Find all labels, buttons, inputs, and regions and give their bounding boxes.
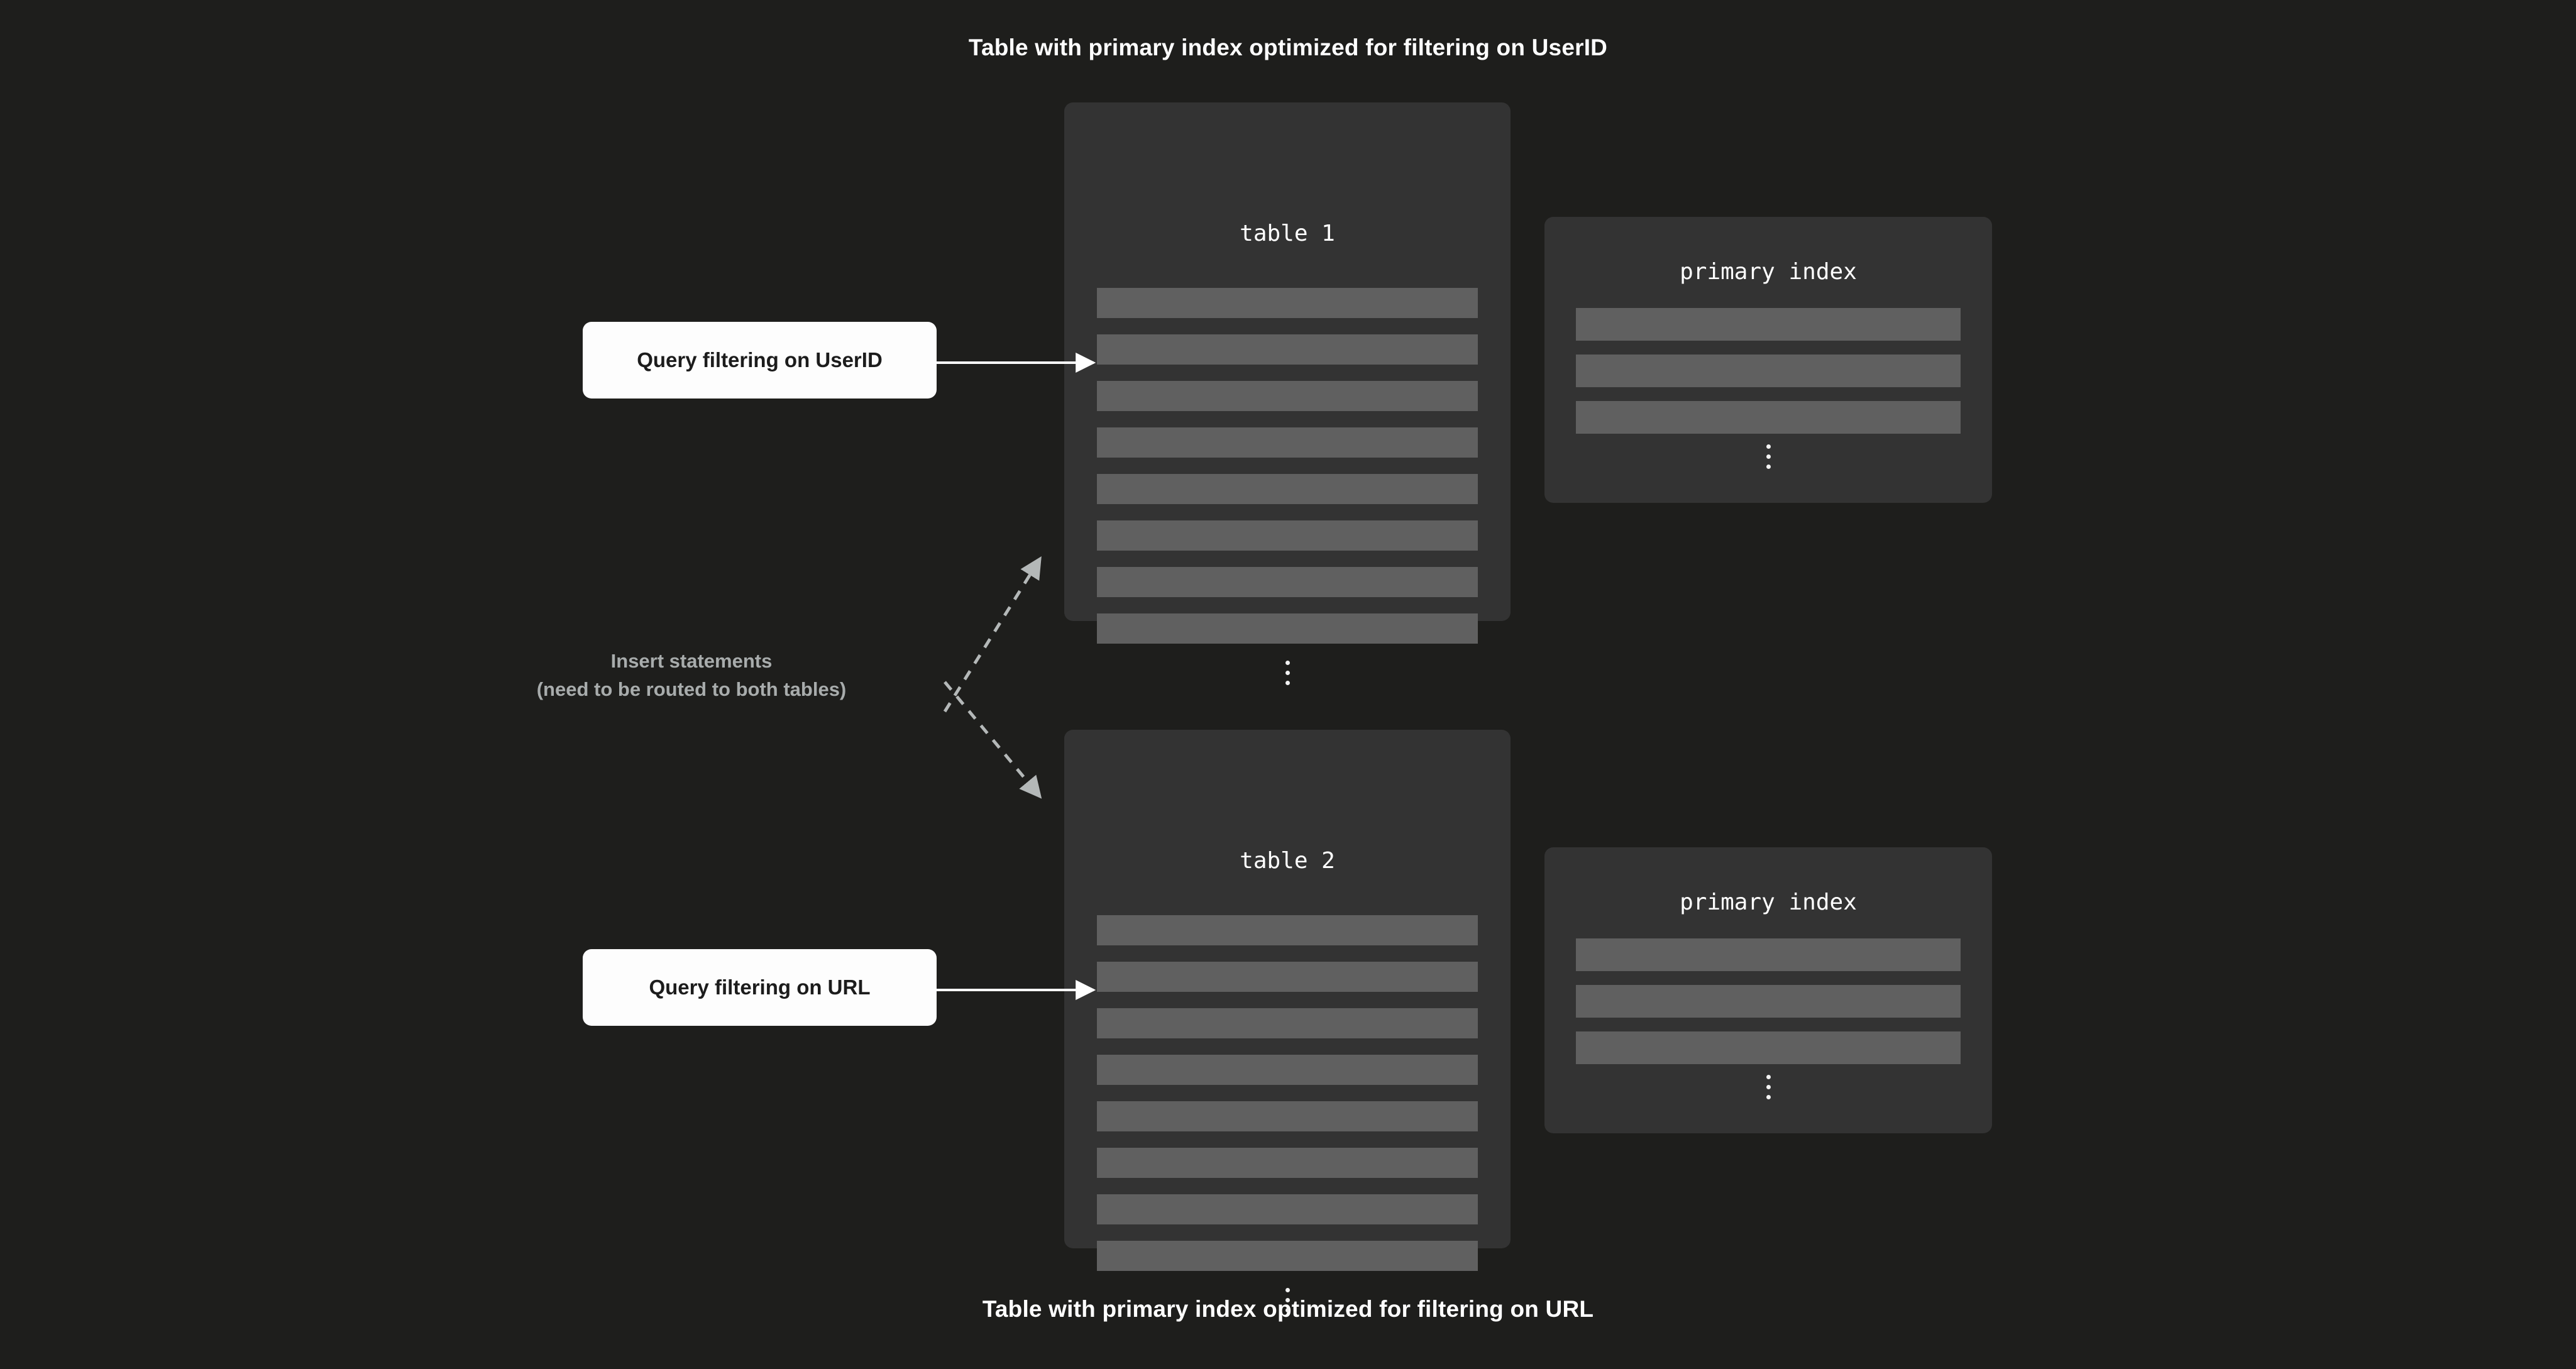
table-1-rows <box>1064 288 1511 660</box>
insert-note-line-2: (need to be routed to both tables) <box>536 678 847 700</box>
index-row <box>1576 308 1961 341</box>
table-row <box>1097 1008 1478 1038</box>
primary-index-2-ellipsis-icon <box>1544 1075 1992 1099</box>
table-row <box>1097 915 1478 945</box>
table-row <box>1097 427 1478 458</box>
table-2-ellipsis-icon <box>1064 1288 1511 1312</box>
arrow-insert-to-table2 <box>944 681 1042 799</box>
table-card-1: table 1 <box>1064 102 1511 685</box>
primary-index-card-1: primary index <box>1544 217 1992 503</box>
table-row <box>1097 1194 1478 1224</box>
primary-index-1-ellipsis-icon <box>1544 444 1992 469</box>
table-1-title: table 1 <box>1240 221 1335 246</box>
insert-statements-note: Insert statements (need to be routed to … <box>440 647 943 704</box>
index-row <box>1576 938 1961 971</box>
primary-index-2-title: primary index <box>1680 889 1857 915</box>
insert-note-line-1: Insert statements <box>610 650 773 672</box>
table-row <box>1097 288 1478 318</box>
table-1-ellipsis-icon <box>1064 661 1511 685</box>
top-title: Table with primary index optimized for f… <box>968 35 1608 60</box>
table-row <box>1097 613 1478 644</box>
index-row <box>1576 355 1961 387</box>
table-row <box>1097 1055 1478 1085</box>
query-filtering-userid-box[interactable]: Query filtering on UserID <box>583 322 937 399</box>
table-row <box>1097 962 1478 992</box>
primary-index-1-rows <box>1544 308 1992 448</box>
table-2-title: table 2 <box>1240 848 1335 874</box>
index-row <box>1576 985 1961 1018</box>
index-row <box>1576 1031 1961 1064</box>
table-row <box>1097 1101 1478 1131</box>
table-row <box>1097 1148 1478 1178</box>
query-filtering-url-box[interactable]: Query filtering on URL <box>583 949 937 1026</box>
primary-index-1-title: primary index <box>1680 259 1857 285</box>
primary-index-card-2: primary index <box>1544 847 1992 1133</box>
primary-index-2-rows <box>1544 938 1992 1078</box>
table-card-2: table 2 <box>1064 730 1511 1312</box>
table-row <box>1097 520 1478 551</box>
table-row <box>1097 334 1478 365</box>
table-row <box>1097 1241 1478 1271</box>
table-2-rows <box>1064 915 1511 1287</box>
index-row <box>1576 401 1961 434</box>
table-row <box>1097 567 1478 597</box>
table-row <box>1097 381 1478 411</box>
table-row <box>1097 474 1478 504</box>
arrow-insert-to-table1 <box>943 556 1042 713</box>
